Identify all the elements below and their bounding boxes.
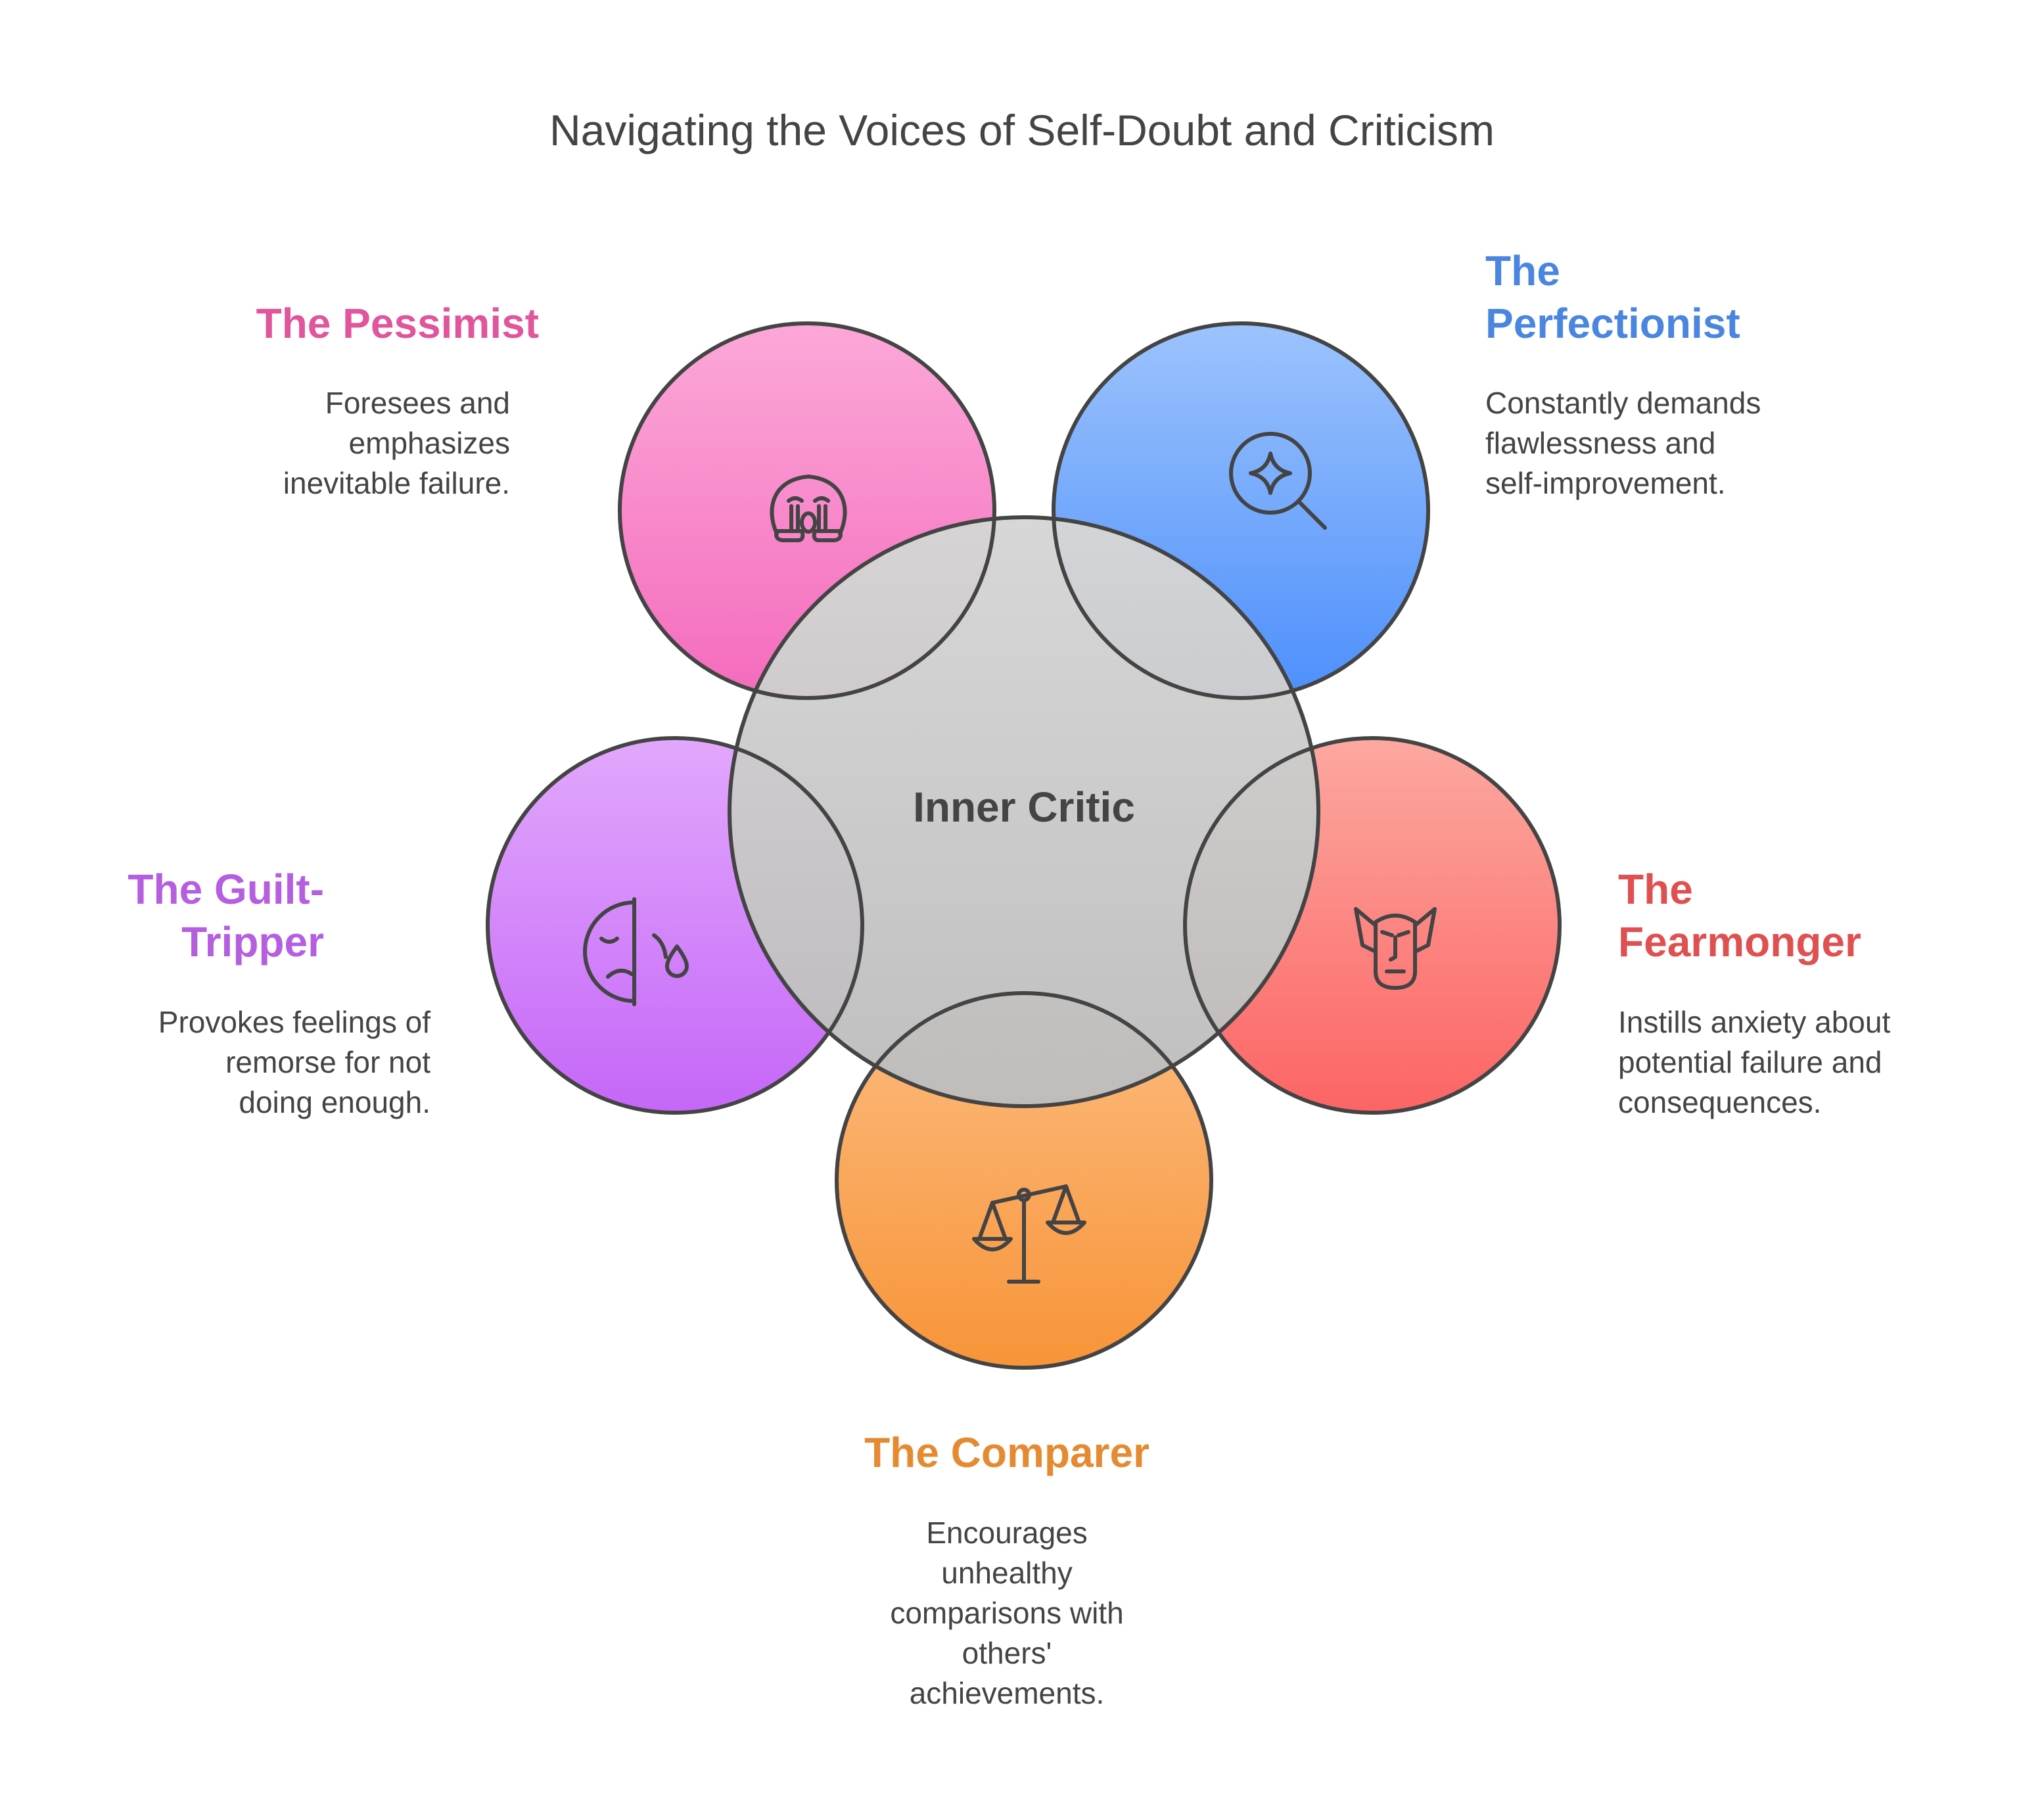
inner-critic-circle — [730, 517, 1318, 1106]
circle-outlines — [486, 321, 1562, 1370]
perfectionist-description: Constantly demands flawlessness and self… — [1485, 386, 1761, 500]
tearful-half-face-icon — [583, 897, 689, 1006]
crying-face-icon — [770, 475, 847, 542]
diagram-title: Navigating the Voices of Self-Doubt and … — [549, 106, 1495, 154]
sparkle-magnifier-icon — [1229, 432, 1327, 530]
balance-scale-icon — [972, 1184, 1086, 1284]
comparer-description: Encourages unhealthy comparisons with ot… — [890, 1516, 1124, 1710]
perfectionist-label: The Perfectionist — [1485, 247, 1740, 347]
pessimist-label: The Pessimist — [256, 300, 539, 347]
comparer-label: The Comparer — [864, 1429, 1150, 1476]
fearmonger-description: Instills anxiety about potential failure… — [1618, 1005, 1891, 1119]
goblin-face-icon — [1354, 907, 1437, 990]
pessimist-description: Foresees and emphasizes inevitable failu… — [283, 386, 510, 500]
guilt-tripper-label: The Guilt- Tripper — [128, 866, 324, 966]
inner-critic-label: Inner Critic — [913, 783, 1135, 831]
fearmonger-label: The Fearmonger — [1618, 866, 1861, 966]
guilt-tripper-description: Provokes feelings of remorse for not doi… — [158, 1005, 430, 1119]
